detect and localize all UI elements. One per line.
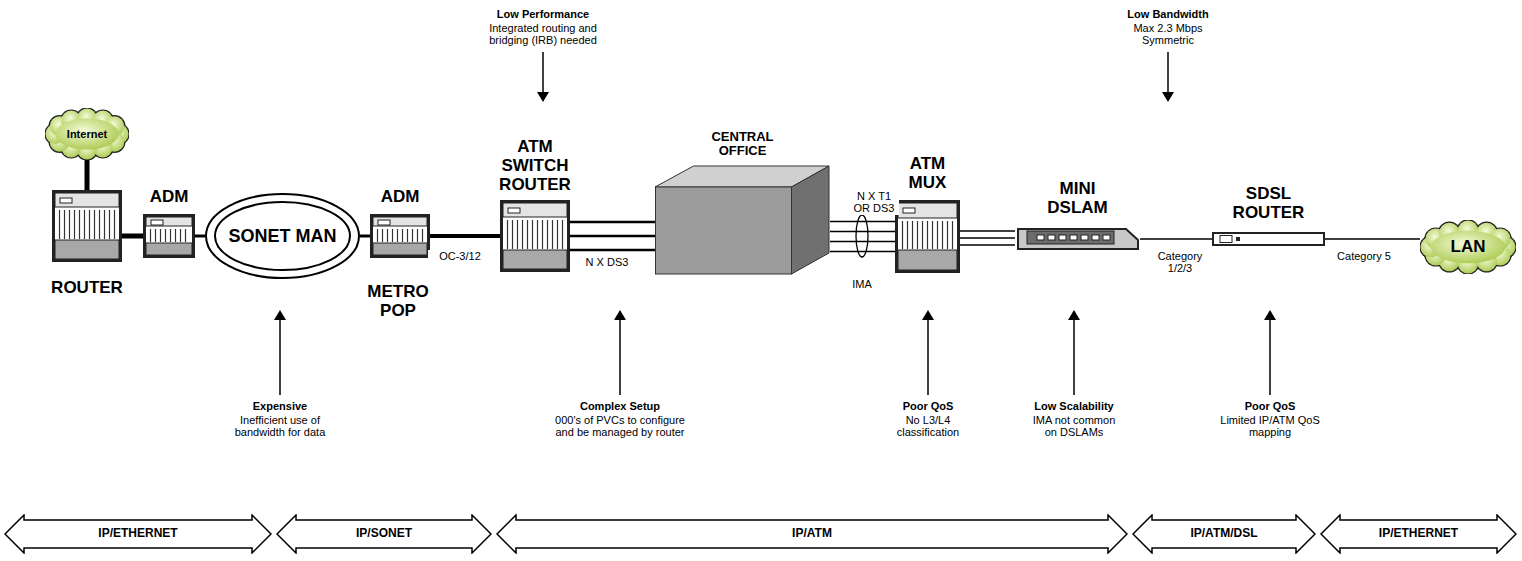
callout-text: IMA not common on DSLAMs [1029,414,1119,439]
site-label: METRO POP [358,282,438,320]
link-label: N X T1 OR DS3 [849,190,899,215]
node-label: ATM MUX [898,154,958,192]
dslam-shape [1015,225,1140,251]
router-box: ROUTER [52,190,122,262]
callout-text: No L3/L4 classification [888,414,968,439]
bundle-label: IMA [842,278,882,290]
callout-title: Low Scalability [1014,400,1134,412]
link-label: N X DS3 [575,256,639,268]
device-shape [52,190,122,262]
callout-text: 000's of PVCs to configure and be manage… [555,414,685,439]
link-line [122,234,143,239]
node-label: Internet [67,128,107,140]
link-label: OC-3/12 [428,250,492,262]
link-line [195,235,205,238]
link-line [1325,238,1420,240]
callout-title: Low Bandwidth [1068,8,1268,20]
protocol-band: IP/ATM/DSL [1132,514,1316,554]
node-label: LAN [1451,237,1486,256]
link-line [830,222,895,252]
callout-text: Inefficient use of bandwidth for data [225,414,335,439]
device-shape [143,214,195,258]
link-line [85,160,90,190]
callout-title: Low Performance [443,8,643,20]
node-label: IP/ETHERNET [98,527,177,540]
node-label: MINI DSLAM [1033,179,1123,217]
node-label: ADM [365,187,435,206]
node-label: ADM [134,187,204,206]
link-line [960,231,1015,245]
device-shape [895,200,960,273]
link-line [430,234,500,238]
sonet-ring: SONET MAN [205,193,360,279]
callout-title: Expensive [200,400,360,412]
node-label: IP/SONET [356,527,412,540]
device-shape [500,200,570,272]
node-label: SONET MAN [229,226,337,246]
node-label: ATM SWITCH ROUTER [490,137,580,194]
link-label: Category 5 [1334,250,1394,262]
callout-title: Poor QoS [868,400,988,412]
lan-cloud: LAN [1420,220,1516,274]
building-shape [655,165,830,275]
protocol-band: IP/ATM [496,514,1128,554]
callout-text: Max 2.3 Mbps Symmetric [1123,22,1213,47]
sdsl-shape [1212,232,1325,246]
link-line [570,222,655,250]
node-label: CENTRAL OFFICE [693,130,793,159]
device-shape [370,214,430,258]
protocol-band: IP/ETHERNET [4,514,272,554]
callout-text: Limited IP/ATM QoS mapping [1220,414,1320,439]
node-label: SDSL ROUTER [1224,184,1314,222]
callout-title: Poor QoS [1210,400,1330,412]
link-label: Category 1/2/3 [1150,250,1210,275]
internet-cloud: Internet [45,108,129,160]
sdsl-router: SDSL ROUTER [1212,232,1325,246]
callout-text: Integrated routing and bridging (IRB) ne… [478,22,608,47]
link-line [360,235,370,238]
node-label: IP/ATM [792,527,832,540]
link-line [1140,238,1212,240]
node-label: IP/ATM/DSL [1190,527,1257,540]
adm-box: ADM [370,214,430,258]
protocol-band: IP/ETHERNET [1320,514,1517,554]
callout-title: Complex Setup [540,400,700,412]
callout-arrow [274,52,1276,395]
node-label: ROUTER [37,278,137,297]
atm-switch-router: ATM SWITCH ROUTER [500,200,570,272]
mini-dslam: MINI DSLAM [1015,225,1140,251]
protocol-band: IP/SONET [276,514,492,554]
atm-mux: ATM MUX [895,200,960,273]
central-office: CENTRAL OFFICE [655,165,830,275]
node-label: IP/ETHERNET [1379,527,1458,540]
adm-box: ADM [143,214,195,258]
